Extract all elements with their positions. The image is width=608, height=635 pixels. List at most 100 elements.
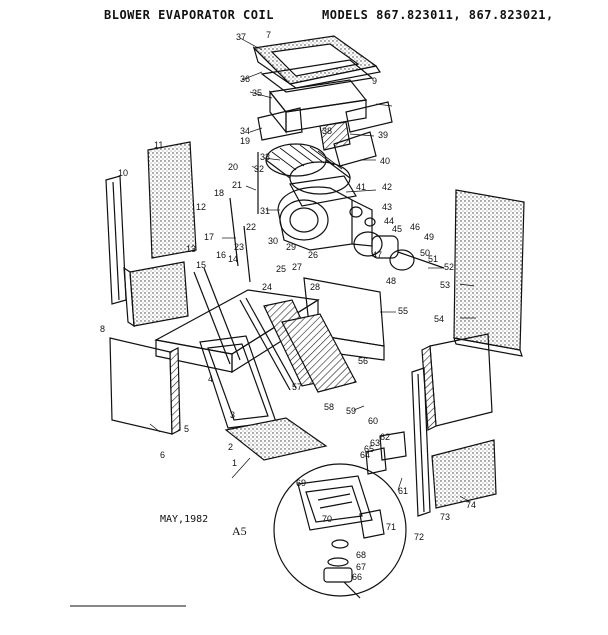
callout-51: 51 — [428, 254, 438, 264]
callout-2: 2 — [228, 442, 233, 452]
callout-55: 55 — [398, 306, 408, 316]
callout-58: 58 — [324, 402, 334, 412]
evaporator-coil — [239, 297, 357, 393]
callout-39: 39 — [378, 130, 388, 140]
callout-26: 26 — [308, 250, 318, 260]
callout-20: 20 — [228, 162, 238, 172]
callout-69: 69 — [296, 478, 306, 488]
callout-57: 57 — [292, 382, 302, 392]
callout-32: 32 — [254, 164, 264, 174]
callout-68: 68 — [356, 550, 366, 560]
blower-plate — [319, 121, 351, 151]
bottom-filter — [224, 417, 328, 461]
callout-labels: 1 2 3 4 5 6 7 8 9 10 11 12 13 14 15 16 1… — [100, 30, 476, 582]
blower-motor — [353, 231, 445, 271]
issue-date: MAY,1982 — [160, 514, 209, 525]
callout-42: 42 — [382, 182, 392, 192]
callout-52: 52 — [444, 262, 454, 272]
callout-71: 71 — [386, 522, 396, 532]
callout-44: 44 — [384, 216, 394, 226]
top-panel — [252, 35, 382, 93]
callout-23: 23 — [234, 242, 244, 252]
callout-40: 40 — [380, 156, 390, 166]
callout-30: 30 — [268, 236, 278, 246]
callout-19: 19 — [240, 136, 250, 146]
callout-63: 63 — [370, 438, 380, 448]
side-bracket-left — [257, 107, 303, 141]
clip — [364, 217, 376, 227]
callout-54: 54 — [434, 314, 444, 324]
callout-25: 25 — [276, 264, 286, 274]
callout-29: 29 — [286, 242, 296, 252]
callout-8: 8 — [100, 324, 105, 334]
callout-27: 27 — [292, 262, 302, 272]
left-filter-panel — [147, 141, 197, 259]
callout-50: 50 — [420, 248, 430, 258]
callout-73: 73 — [440, 512, 450, 522]
callout-3: 3 — [230, 410, 235, 420]
top-frame — [268, 79, 368, 134]
callout-34: 34 — [240, 126, 250, 136]
callout-16: 16 — [216, 250, 226, 260]
callout-46: 46 — [410, 222, 420, 232]
blower-plate-right — [333, 131, 377, 167]
callout-21: 21 — [232, 180, 242, 190]
callout-59: 59 — [346, 406, 356, 416]
callout-66: 66 — [352, 572, 362, 582]
callout-6: 6 — [160, 450, 165, 460]
brace-rod — [229, 197, 239, 267]
callout-28: 28 — [310, 282, 320, 292]
callout-67: 67 — [356, 562, 366, 572]
callout-17: 17 — [204, 232, 214, 242]
callout-5: 5 — [184, 424, 189, 434]
callout-61: 61 — [398, 486, 408, 496]
callout-14: 14 — [228, 254, 238, 264]
callout-49: 49 — [424, 232, 434, 242]
junction-box — [379, 431, 407, 461]
callout-9: 9 — [372, 76, 377, 86]
capacitor — [349, 206, 363, 218]
callout-38: 38 — [322, 126, 332, 136]
callout-35: 35 — [252, 88, 262, 98]
callout-22: 22 — [246, 222, 256, 232]
callout-1: 1 — [232, 458, 237, 468]
callout-12: 12 — [196, 202, 206, 212]
right-filter-panel — [453, 189, 525, 351]
callout-43: 43 — [382, 202, 392, 212]
callout-37: 37 — [236, 32, 246, 42]
callout-48: 48 — [386, 276, 396, 286]
callout-60: 60 — [368, 416, 378, 426]
diagram-title: BLOWER EVAPORATOR COIL — [104, 8, 274, 22]
callout-13: 13 — [186, 244, 196, 254]
callout-15: 15 — [196, 260, 206, 270]
callout-64: 64 — [360, 450, 370, 460]
left-lower-panel — [129, 261, 189, 327]
model-numbers: MODELS 867.823011, 867.823021, — [322, 8, 554, 22]
callout-74: 74 — [466, 500, 476, 510]
callout-11: 11 — [154, 140, 163, 150]
callout-31: 31 — [260, 206, 270, 216]
right-strip — [411, 367, 431, 517]
blower-housing — [277, 186, 373, 251]
callout-10: 10 — [118, 168, 128, 178]
callout-47: 47 — [372, 250, 382, 260]
page-code: A5 — [232, 524, 247, 538]
side-bracket — [345, 101, 393, 133]
callout-65: 65 — [364, 444, 374, 454]
callout-56: 56 — [358, 356, 368, 366]
callout-33: 33 — [260, 152, 270, 162]
brace-rod-2 — [243, 225, 251, 283]
callout-41: 41 — [356, 182, 366, 192]
callout-4: 4 — [208, 374, 213, 384]
callout-72: 72 — [414, 532, 424, 542]
control-detail-circle — [273, 463, 407, 599]
housing-bracket — [289, 175, 357, 207]
callout-7: 7 — [266, 30, 271, 40]
callout-45: 45 — [392, 224, 402, 234]
callout-70: 70 — [322, 514, 332, 524]
lower-right-panel — [431, 439, 497, 509]
callout-36: 36 — [240, 74, 250, 84]
callout-24: 24 — [262, 282, 272, 292]
